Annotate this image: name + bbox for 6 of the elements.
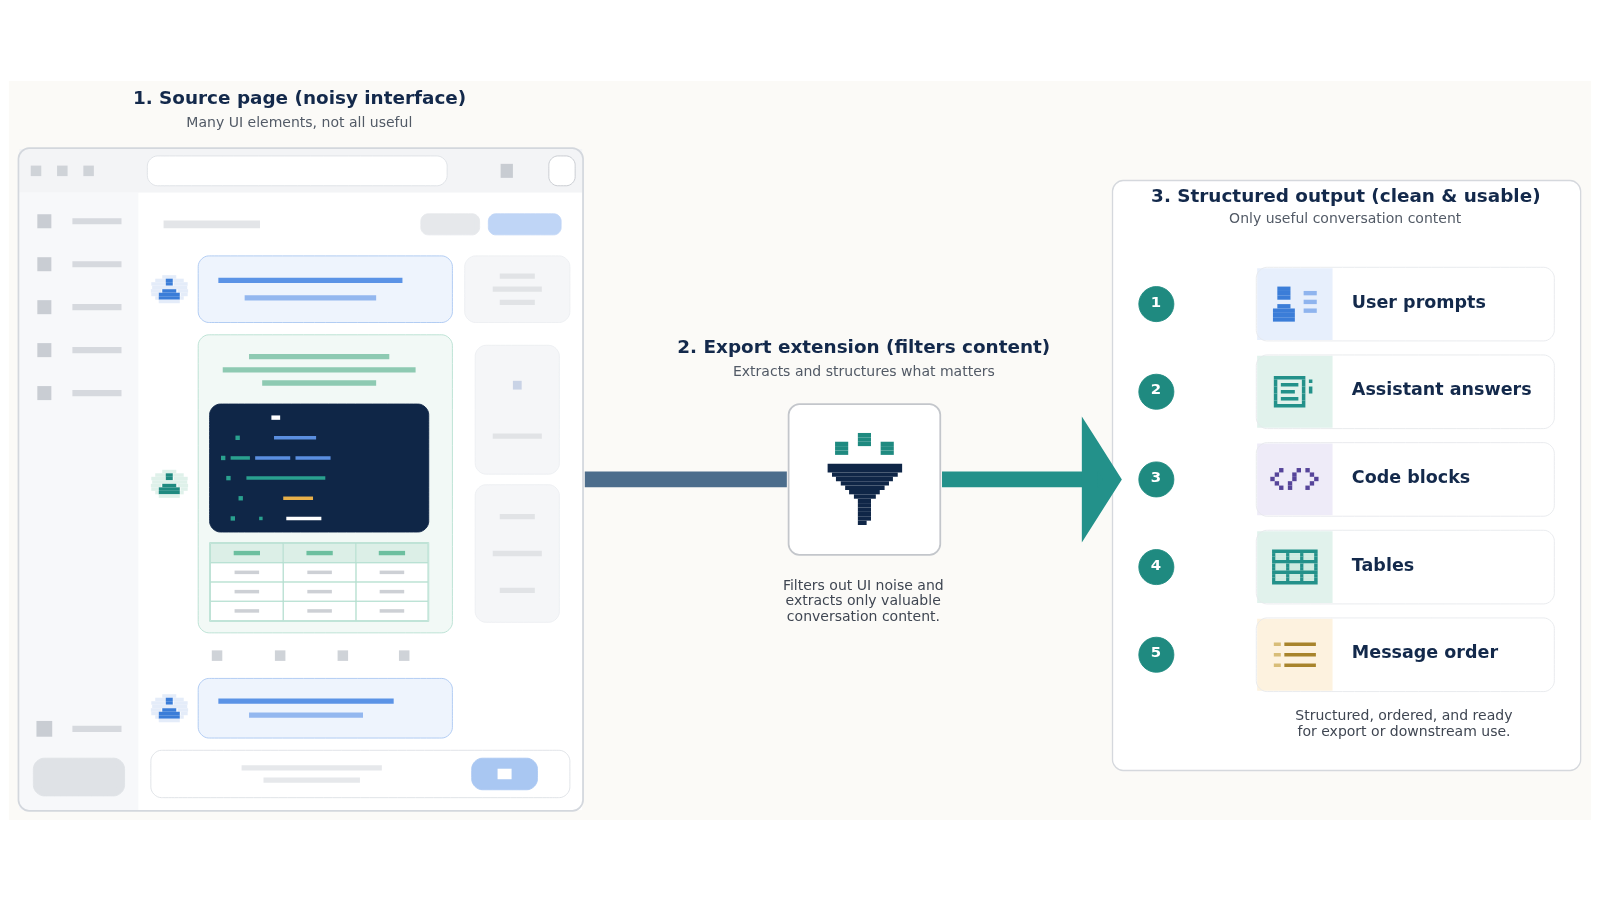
node-label: Structured, ordered, and ready for export or downstream use.	[1295, 706, 1513, 739]
node-label: 2. Export extension (filters content)	[677, 335, 1051, 357]
node-label: Filters out UI noise and extracts only valuable conversation content.	[782, 576, 944, 624]
node-label: Many UI elements, not all useful	[186, 113, 413, 130]
node-label: Extracts and structures what matters	[732, 362, 995, 379]
node-label: 1. Source page (noisy interface)	[132, 86, 467, 108]
